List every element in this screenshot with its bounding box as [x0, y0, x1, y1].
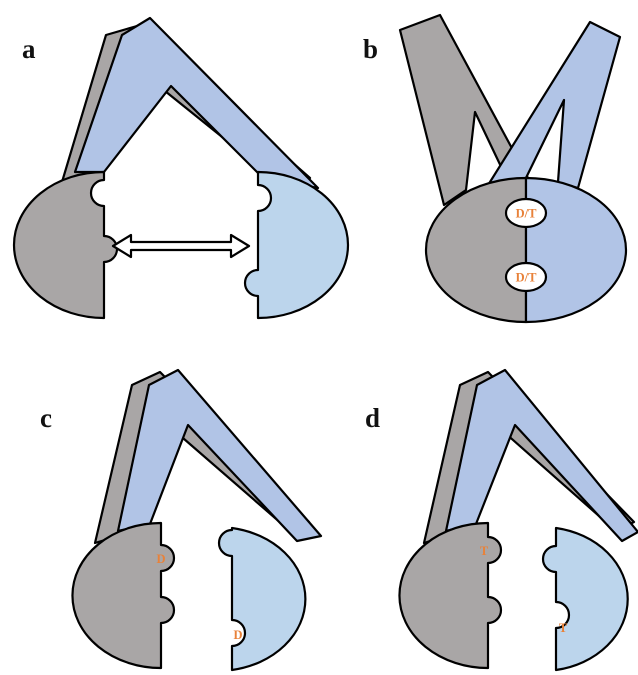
panel-label-c: c	[40, 403, 52, 433]
blue-arm	[118, 370, 321, 541]
site-label-right: T	[559, 621, 568, 635]
site-label-left: D	[156, 552, 165, 566]
gray-head	[426, 178, 526, 322]
double-arrow	[113, 235, 249, 257]
gray-head	[72, 523, 174, 668]
site-label-bottom: D/T	[516, 271, 538, 285]
panel-label-a: a	[22, 34, 36, 64]
panel-c: c D D	[40, 370, 321, 670]
site-label-right: D	[233, 628, 242, 642]
blue-head	[543, 528, 628, 670]
site-label-left: T	[480, 544, 489, 558]
panel-b: b D/T D/T	[363, 15, 626, 322]
panel-label-b: b	[363, 34, 378, 64]
panel-label-d: d	[365, 403, 380, 433]
blue-arm	[485, 22, 620, 192]
panel-d: d T T	[365, 370, 638, 670]
panel-a: a	[14, 18, 348, 318]
blue-head	[245, 172, 348, 318]
blue-head	[526, 178, 626, 322]
blue-arm	[446, 370, 638, 541]
gray-head	[14, 172, 117, 318]
blue-head	[219, 528, 305, 670]
site-label-top: D/T	[516, 207, 538, 221]
